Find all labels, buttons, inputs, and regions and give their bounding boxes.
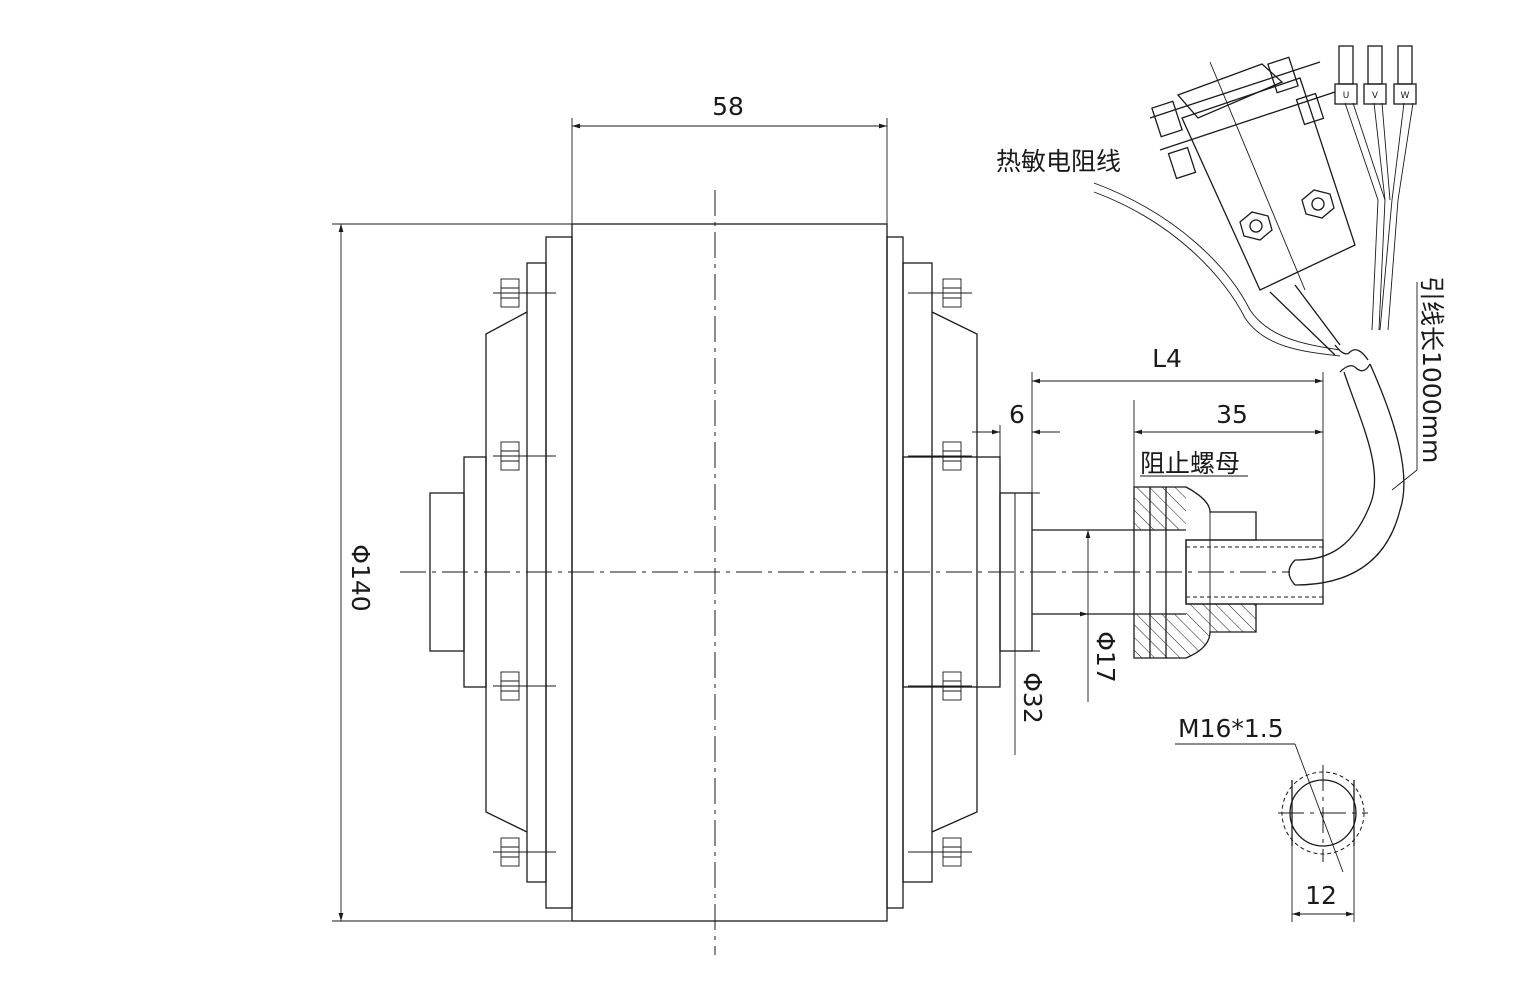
terminal-w-label: W: [1401, 91, 1410, 101]
lock-nut-label: 阻止螺母: [1140, 449, 1240, 478]
dimension-phi140: [332, 223, 572, 922]
dimension-phi140-label: Φ140: [346, 544, 375, 611]
terminal-u-label: U: [1343, 91, 1350, 101]
dimension-phi32-label: Φ32: [1018, 672, 1047, 724]
dimension-35: [1133, 400, 1323, 487]
thread-spec-label: M16*1.5: [1178, 714, 1284, 743]
terminal-v-label: V: [1372, 91, 1379, 101]
lead-length-pointer: [1391, 469, 1418, 491]
thread-section-view: [1175, 743, 1368, 922]
dimension-6-label: 6: [1009, 400, 1025, 429]
dimension-6: [972, 425, 1060, 493]
motor-body: [429, 223, 1033, 922]
lead-length-label: 引线长1000mm: [1417, 276, 1446, 463]
dimension-12-label: 12: [1305, 881, 1337, 910]
dimension-phi32: [1014, 492, 1040, 755]
dimension-58-label: 58: [712, 92, 744, 121]
dimension-l4-label: L4: [1152, 344, 1182, 373]
cable-assembly: [1093, 45, 1417, 586]
dimension-l4: [1031, 372, 1324, 540]
lock-nut: [1133, 486, 1257, 659]
dimension-35-label: 35: [1216, 400, 1248, 429]
dimension-phi17-label: Φ17: [1091, 631, 1120, 683]
flange-bolts: [493, 278, 972, 867]
thermistor-wire-label: 热敏电阻线: [996, 147, 1121, 176]
dimension-58: [571, 118, 888, 224]
